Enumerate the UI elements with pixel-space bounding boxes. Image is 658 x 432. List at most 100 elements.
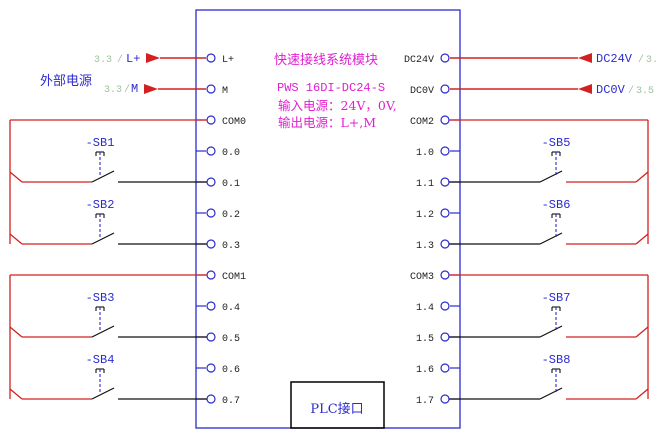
terminal-circle xyxy=(206,177,216,187)
switch-label: -SB8 xyxy=(542,353,571,367)
terminal-label: 0.0 xyxy=(222,148,240,159)
terminal-label: 0.4 xyxy=(222,303,240,314)
terminal-label: 0.5 xyxy=(222,334,240,345)
terminal-circle xyxy=(440,115,450,125)
terminal-circle xyxy=(206,332,216,342)
left-power-wire-number: 3.3 xyxy=(94,55,112,66)
terminal-label: 1.6 xyxy=(416,365,434,376)
module-model: PWS 16DI-DC24-S xyxy=(277,81,385,95)
right-power-signal: DC0V xyxy=(596,83,626,97)
terminal-circle xyxy=(440,394,450,404)
terminal-label: 1.7 xyxy=(416,396,434,407)
switch-contact xyxy=(91,232,115,245)
plc-interface-box xyxy=(290,381,385,429)
terminal-label: 1.2 xyxy=(416,210,434,221)
switch-contact xyxy=(539,325,563,338)
right-power-wire-number: 3.5 xyxy=(636,86,654,97)
arrow-icon xyxy=(578,53,592,63)
switch-label: -SB4 xyxy=(86,353,115,367)
terminal-circle xyxy=(440,53,450,63)
terminal-circle xyxy=(440,84,450,94)
terminal-label: COM3 xyxy=(410,272,434,283)
terminal-circle xyxy=(206,394,216,404)
terminal-label: 0.1 xyxy=(222,179,240,190)
right-power-inputs: DC24V / 3.5 DC0V / 3.5 xyxy=(450,52,658,97)
terminal-label: 1.5 xyxy=(416,334,434,345)
switch-contact xyxy=(91,387,115,400)
left-power-separator: / xyxy=(124,84,130,96)
terminal-circle xyxy=(440,332,450,342)
module-title: 快速接线系统模块 xyxy=(274,52,378,68)
terminal-circle xyxy=(206,270,216,280)
module-output-power: 输出电源：L+,M xyxy=(278,115,376,130)
right-power-signal: DC24V xyxy=(596,52,633,66)
terminal-label: 0.6 xyxy=(222,365,240,376)
terminal-label: 1.3 xyxy=(416,241,434,252)
module-input-power: 输入电源：24V，0V, xyxy=(278,98,397,113)
terminal-circle xyxy=(206,363,216,373)
terminal-circle xyxy=(206,115,216,125)
right-power-separator: / xyxy=(628,85,634,97)
terminal-circle xyxy=(206,53,216,63)
branch-wire xyxy=(635,233,649,245)
terminal-label: 1.1 xyxy=(416,179,434,190)
terminal-circle xyxy=(440,177,450,187)
branch-wire xyxy=(9,326,23,338)
terminal-label: DC24V xyxy=(404,55,434,66)
terminal-circle xyxy=(206,146,216,156)
branch-wire xyxy=(9,171,23,183)
right-power-separator: / xyxy=(638,54,644,66)
terminal-circle xyxy=(206,301,216,311)
terminal-label: 0.7 xyxy=(222,396,240,407)
switch-label: -SB6 xyxy=(542,198,571,212)
branch-wire xyxy=(635,388,649,400)
switch-contact xyxy=(539,170,563,183)
right-switch-circuit: -SB5 -SB6 -SB7 -SB8 xyxy=(449,119,649,400)
terminal-label: DC0V xyxy=(410,86,434,97)
switch-label: -SB3 xyxy=(86,291,115,305)
terminal-circle xyxy=(440,301,450,311)
switch-label: -SB7 xyxy=(542,291,571,305)
left-power-wire-number: 3.3 xyxy=(104,85,122,96)
terminal-circle xyxy=(206,84,216,94)
plc-interface-label: PLC接口 xyxy=(310,401,363,417)
switch-label: -SB5 xyxy=(542,136,571,150)
branch-wire xyxy=(635,326,649,338)
terminal-label: 0.3 xyxy=(222,241,240,252)
terminal-label: 0.2 xyxy=(222,210,240,221)
left-power-inputs: 3.3 / L+ 外部电源 3.3 / M xyxy=(40,52,206,96)
terminal-circle xyxy=(206,239,216,249)
terminal-circle xyxy=(440,363,450,373)
switch-contact xyxy=(91,170,115,183)
terminal-label: M xyxy=(222,86,228,97)
terminal-label: 1.0 xyxy=(416,148,434,159)
terminal-circle xyxy=(206,208,216,218)
switch-label: -SB1 xyxy=(86,136,115,150)
left-switch-circuit: -SB1 -SB2 -SB3 -SB4 xyxy=(9,119,207,400)
switch-contact xyxy=(539,387,563,400)
terminal-circle xyxy=(440,146,450,156)
terminal-label: 1.4 xyxy=(416,303,434,314)
branch-wire xyxy=(635,171,649,183)
terminal-label: COM0 xyxy=(222,117,246,128)
terminal-circle xyxy=(440,208,450,218)
external-power-label: 外部电源 xyxy=(40,74,92,89)
terminal-circle xyxy=(440,270,450,280)
switch-contact xyxy=(539,232,563,245)
left-power-signal: M xyxy=(131,82,138,96)
terminal-circle xyxy=(440,239,450,249)
left-power-signal: L+ xyxy=(126,52,140,66)
terminal-label: COM2 xyxy=(410,117,434,128)
right-power-wire-number: 3.5 xyxy=(646,55,658,66)
left-power-separator: / xyxy=(117,54,123,66)
terminal-label: L+ xyxy=(222,55,234,66)
switch-contact xyxy=(91,325,115,338)
arrow-icon xyxy=(578,84,592,94)
arrow-icon xyxy=(146,53,160,63)
branch-wire xyxy=(9,388,23,400)
switch-label: -SB2 xyxy=(86,198,115,212)
arrow-icon xyxy=(144,84,158,94)
